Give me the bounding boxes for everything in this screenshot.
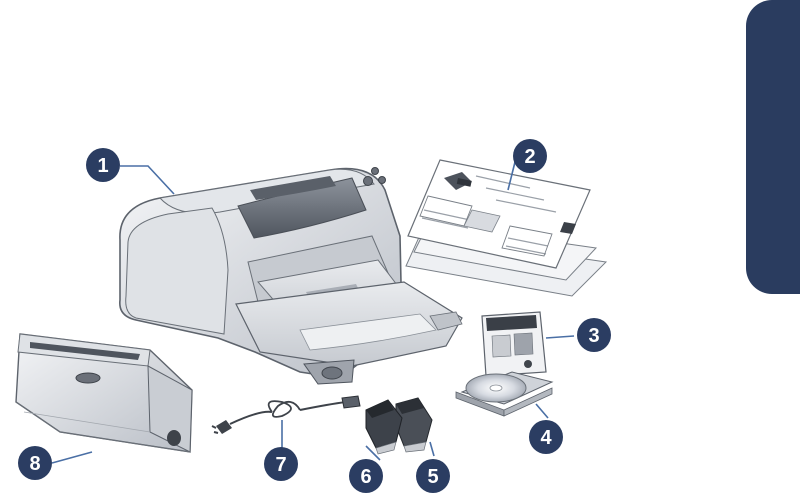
color-print-cartridge: [396, 398, 432, 452]
two-sided-printing-accessory: [16, 334, 192, 452]
leader-3: [546, 336, 574, 338]
leader-1: [120, 166, 174, 194]
callout-number: 8: [29, 453, 40, 475]
callout-power-cord: 7: [264, 447, 298, 481]
software-cd: [456, 372, 552, 416]
callout-printer: 1: [86, 148, 120, 182]
leader-4: [536, 404, 548, 418]
callout-number: 3: [588, 325, 599, 347]
callout-number: 6: [360, 466, 371, 488]
callout-number: 7: [275, 454, 286, 476]
callout-two-sided-printing-accessory: 8: [18, 446, 52, 480]
power-cord: [212, 396, 360, 434]
callout-number: 4: [540, 427, 552, 449]
callout-color-print-cartridge: 5: [416, 459, 450, 493]
callout-number: 2: [524, 146, 535, 168]
callout-black-print-cartridge: 6: [349, 459, 383, 493]
printer: [120, 168, 462, 385]
callout-number: 1: [97, 155, 108, 177]
user-guide: [482, 312, 546, 376]
quick-start-posters: [406, 160, 606, 296]
callout-number: 5: [427, 466, 438, 488]
leader-5: [430, 442, 434, 456]
callout-quick-start-posters: 2: [513, 139, 547, 173]
callout-user-guide: 3: [577, 318, 611, 352]
callout-software-cd: 4: [529, 420, 563, 454]
leader-8: [52, 452, 92, 463]
